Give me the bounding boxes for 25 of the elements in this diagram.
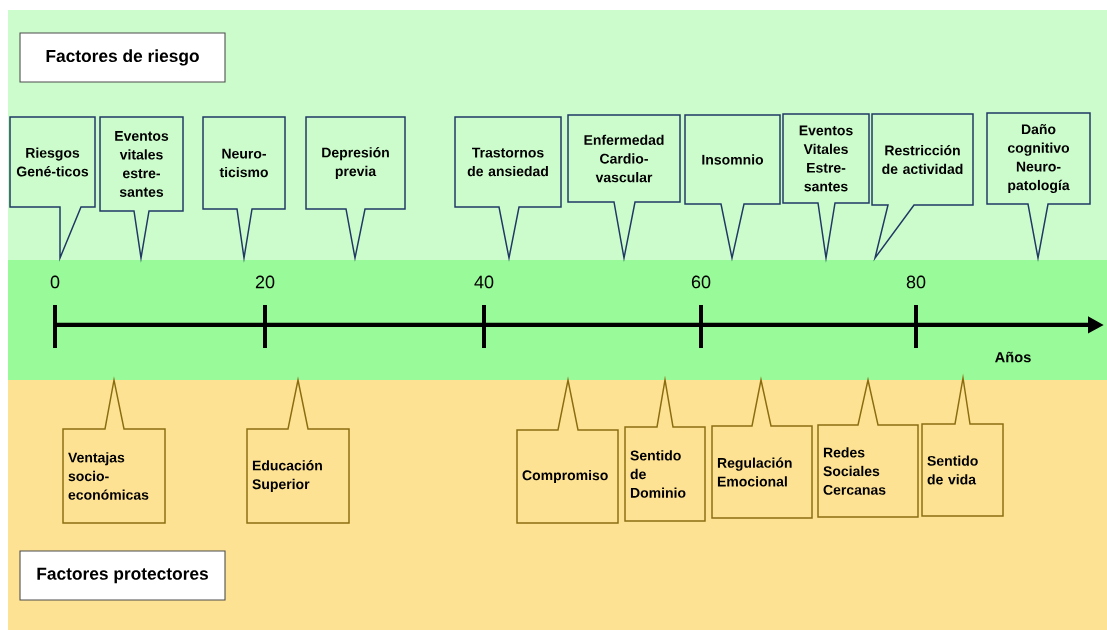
callout-box: Regulación Emocional (711, 376, 813, 519)
callout-box: Ventajas socio-económicas (62, 376, 166, 524)
callout-box: Compromiso (516, 376, 619, 524)
tick-label: 40 (474, 275, 494, 289)
callout-box: Daño cognitivo Neuro-patología (986, 112, 1091, 263)
callout-box: Neuro-ticismo (202, 116, 286, 263)
callout-box: Redes Sociales Cercanas (817, 376, 919, 518)
callout-box: Insomnio (684, 114, 781, 262)
callout-box: Enfermedad Cardio-vascular (567, 114, 681, 262)
callout-box: Riesgos Gené-ticos (9, 116, 96, 262)
callout-box: Eventos vitales estre-santes (99, 116, 184, 263)
callout-box: Educación Superior (246, 376, 350, 524)
axis-label: Años (995, 351, 1031, 363)
title-box: Factores de riesgo (19, 32, 226, 83)
callout-box: Sentido de Dominio (624, 375, 706, 522)
tick-label: 20 (255, 275, 275, 289)
title-box: Factores protectores (19, 550, 226, 601)
callout-box: Eventos Vitales Estre-santes (782, 113, 870, 263)
callout-box: Trastornos de ansiedad (454, 116, 562, 262)
callout-box: Depresión previa (305, 116, 406, 262)
callout-box: Sentido de vida (921, 373, 1004, 517)
tick-label: 0 (50, 275, 60, 289)
callout-box: Restricción de actividad (871, 113, 974, 262)
tick-label: 60 (691, 275, 711, 289)
tick-label: 80 (906, 275, 926, 289)
